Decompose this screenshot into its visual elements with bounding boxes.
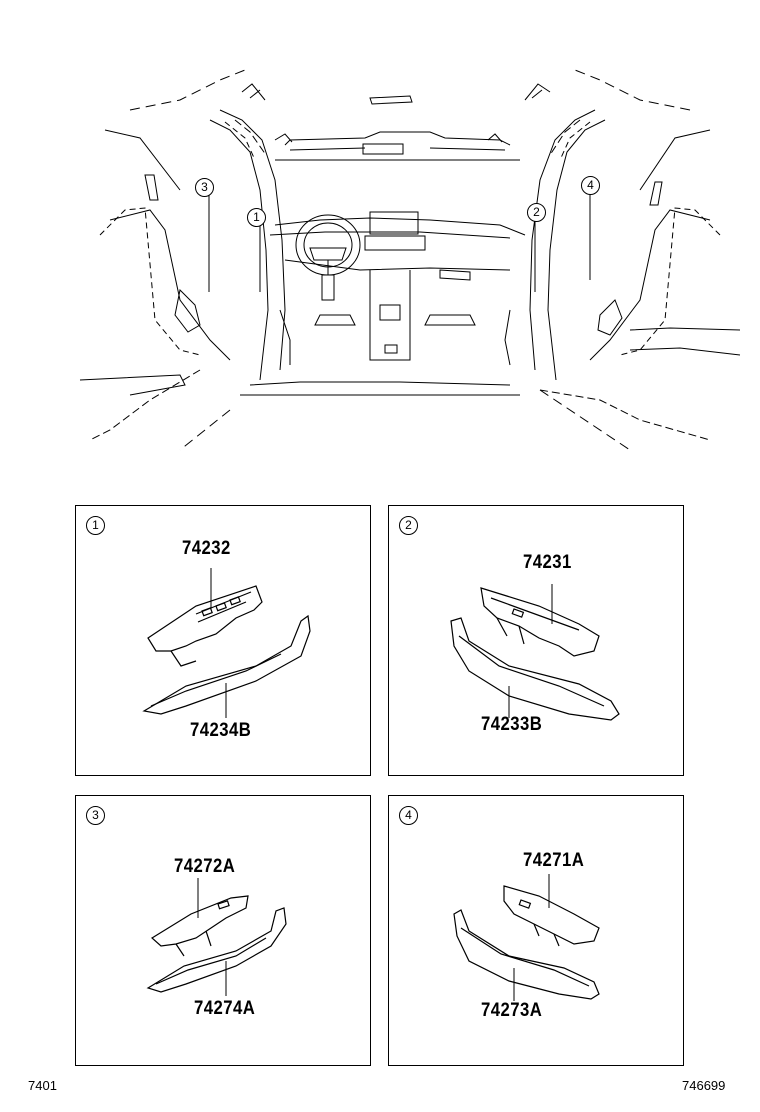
interior-overview-drawing: 3 1 2 4 (70, 60, 750, 460)
panel-3-callout: 3 (86, 806, 105, 825)
part-number-74273A[interactable]: 74273A (481, 1000, 543, 1021)
panel-4-callout: 4 (399, 806, 418, 825)
overview-callout-2[interactable]: 2 (527, 203, 546, 222)
detail-panel-4: 4 74271A 74273A (388, 795, 684, 1066)
overview-callout-4[interactable]: 4 (581, 176, 600, 195)
detail-panel-2: 2 74231 74233B (388, 505, 684, 776)
panel-1-parts-drawing (142, 568, 311, 718)
detail-panel-3: 3 74272A 74274A (75, 795, 371, 1066)
panel-3-parts-drawing (146, 878, 287, 996)
part-number-74271A[interactable]: 74271A (523, 850, 585, 871)
overview-callout-3[interactable]: 3 (195, 178, 214, 197)
figure-code-left: 7401 (28, 1078, 57, 1093)
panel-1-callout: 1 (86, 516, 105, 535)
overview-callout-1[interactable]: 1 (247, 208, 266, 227)
part-number-74233B[interactable]: 74233B (481, 714, 543, 735)
part-number-74274A[interactable]: 74274A (194, 998, 256, 1019)
part-number-74272A[interactable]: 74272A (174, 856, 236, 877)
part-number-74234B[interactable]: 74234B (190, 720, 252, 741)
part-number-74232[interactable]: 74232 (182, 538, 231, 559)
interior-line-art (79, 69, 741, 451)
panel-2-parts-drawing (450, 584, 620, 721)
panel-2-callout: 2 (399, 516, 418, 535)
panel-4-parts-drawing (453, 874, 600, 1001)
detail-panel-1: 1 74232 74234B (75, 505, 371, 776)
figure-code-right: 746699 (682, 1078, 726, 1093)
part-number-74231[interactable]: 74231 (523, 552, 572, 573)
